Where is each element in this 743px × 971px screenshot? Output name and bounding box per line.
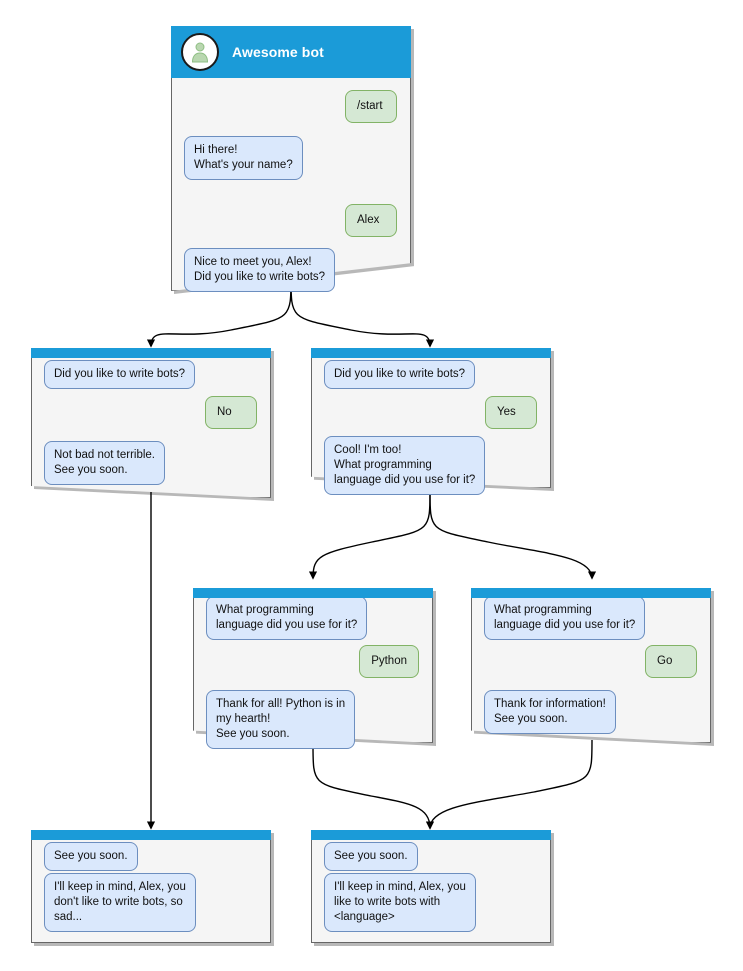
message-row: What programming language did you use fo… xyxy=(206,596,368,640)
message-row: Did you like to write bots? xyxy=(324,360,476,389)
card-header-root: Awesome bot xyxy=(171,26,411,78)
chat-thread-root: /start Hi there! What's your name? Alex … xyxy=(171,78,411,292)
card-end-yes[interactable]: See you soon. I'll keep in mind, Alex, y… xyxy=(311,830,554,946)
bot-message-bubble[interactable]: What programming language did you use fo… xyxy=(206,596,368,640)
user-message-bubble[interactable]: Alex xyxy=(345,204,397,237)
chat-thread-go: What programming language did you use fo… xyxy=(471,596,711,743)
bot-message-bubble[interactable]: Did you like to write bots? xyxy=(44,360,196,389)
card-header-bar xyxy=(193,588,433,598)
user-message-bubble[interactable]: Yes xyxy=(485,396,537,429)
message-row: Not bad not terrible. See you soon. xyxy=(44,441,166,485)
card-yes-branch[interactable]: Did you like to write bots? Yes Cool! I'… xyxy=(311,348,554,495)
bot-message-bubble[interactable]: See you soon. xyxy=(324,842,418,871)
message-row: Did you like to write bots? xyxy=(44,360,196,389)
user-message-bubble[interactable]: Go xyxy=(645,645,697,678)
card-header-bar xyxy=(31,830,271,840)
user-message-bubble[interactable]: /start xyxy=(345,90,397,123)
chat-thread-end-no: See you soon. I'll keep in mind, Alex, y… xyxy=(31,840,271,943)
card-header-bar xyxy=(311,348,551,358)
message-row: Python xyxy=(359,645,419,678)
message-row: Nice to meet you, Alex! Did you like to … xyxy=(184,248,336,292)
bot-message-bubble[interactable]: Cool! I'm too! What programming language… xyxy=(324,436,486,495)
user-message-bubble[interactable]: Python xyxy=(359,645,419,678)
message-row: Hi there! What's your name? xyxy=(184,136,303,180)
card-go-branch[interactable]: What programming language did you use fo… xyxy=(471,588,714,746)
message-row: /start xyxy=(345,90,397,123)
card-header-bar xyxy=(311,830,551,840)
message-row: I'll keep in mind, Alex, you like to wri… xyxy=(324,873,476,932)
chat-thread-python: What programming language did you use fo… xyxy=(193,596,433,749)
card-python-branch[interactable]: What programming language did you use fo… xyxy=(193,588,436,749)
message-row: I'll keep in mind, Alex, you don't like … xyxy=(44,873,196,932)
edge-go-to-end xyxy=(425,739,593,830)
card-end-no[interactable]: See you soon. I'll keep in mind, Alex, y… xyxy=(31,830,274,946)
message-row: Yes xyxy=(485,396,537,429)
bot-message-bubble[interactable]: I'll keep in mind, Alex, you like to wri… xyxy=(324,873,476,932)
card-header-bar xyxy=(31,348,271,358)
card-header-bar xyxy=(471,588,711,598)
person-avatar-icon xyxy=(181,33,219,71)
message-row: Go xyxy=(645,645,697,678)
bot-message-bubble[interactable]: Not bad not terrible. See you soon. xyxy=(44,441,166,485)
edge-yes-to-go xyxy=(429,490,597,580)
message-row: No xyxy=(205,396,257,429)
card-root[interactable]: Awesome bot /start Hi there! What's your… xyxy=(171,26,414,294)
bot-message-bubble[interactable]: See you soon. xyxy=(44,842,138,871)
bot-message-bubble[interactable]: I'll keep in mind, Alex, you don't like … xyxy=(44,873,196,932)
card-no-branch[interactable]: Did you like to write bots? No Not bad n… xyxy=(31,348,274,501)
message-row: Alex xyxy=(345,204,397,237)
message-row: Thank for all! Python is in my hearth! S… xyxy=(206,690,356,749)
chat-thread-yes: Did you like to write bots? Yes Cool! I'… xyxy=(311,358,551,495)
bot-message-bubble[interactable]: Hi there! What's your name? xyxy=(184,136,303,180)
message-row: See you soon. xyxy=(324,842,418,871)
bot-message-bubble[interactable]: Thank for all! Python is in my hearth! S… xyxy=(206,690,356,749)
user-message-bubble[interactable]: No xyxy=(205,396,257,429)
chat-thread-end-yes: See you soon. I'll keep in mind, Alex, y… xyxy=(311,840,551,943)
bot-message-bubble[interactable]: Did you like to write bots? xyxy=(324,360,476,389)
message-row: See you soon. xyxy=(44,842,138,871)
message-row: Cool! I'm too! What programming language… xyxy=(324,436,486,495)
message-row: Thank for information! See you soon. xyxy=(484,690,616,734)
bot-title: Awesome bot xyxy=(232,44,324,60)
message-row: What programming language did you use fo… xyxy=(484,596,646,640)
bot-message-bubble[interactable]: Thank for information! See you soon. xyxy=(484,690,616,734)
edge-yes-to-python xyxy=(308,490,431,580)
bot-message-bubble[interactable]: Nice to meet you, Alex! Did you like to … xyxy=(184,248,336,292)
edge-python-to-end xyxy=(312,744,435,830)
chat-thread-no: Did you like to write bots? No Not bad n… xyxy=(31,358,271,498)
bot-message-bubble[interactable]: What programming language did you use fo… xyxy=(484,596,646,640)
